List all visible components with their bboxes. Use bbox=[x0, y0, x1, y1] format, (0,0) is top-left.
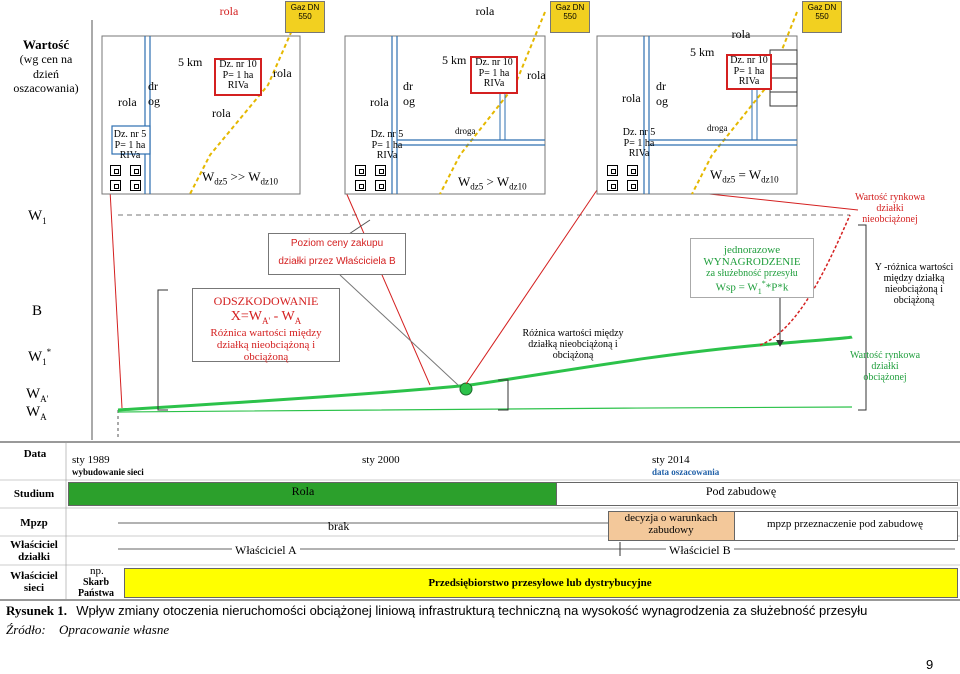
panel-2-droga-v2: og bbox=[403, 94, 415, 108]
date-1: sty 1989 bbox=[72, 454, 110, 466]
owner-a-text: Właściciel A bbox=[232, 543, 300, 558]
panel-1-droga-v1: dr bbox=[148, 79, 158, 93]
page-number: 9 bbox=[926, 657, 934, 672]
w1-label: W1 bbox=[28, 208, 47, 226]
przeds-text: Przedsiębiorstwo przesyłowe lub dystrybu… bbox=[428, 577, 652, 589]
panel-3-droga-h: droga bbox=[707, 123, 728, 133]
panel-1-gaz: Gaz DN 550 bbox=[285, 1, 325, 33]
figure-source: Źródło: Opracowanie własne bbox=[6, 622, 170, 637]
wsp-formula: Wsp = W1**P*k bbox=[715, 279, 789, 296]
connector-2 bbox=[344, 189, 431, 386]
panel-3-km: 5 km bbox=[690, 45, 715, 59]
panel-2-gaz: Gaz DN 550 bbox=[550, 1, 590, 33]
mpzp-przezn-text: mpzp przeznaczenie pod zabudowę bbox=[766, 518, 924, 530]
panel-1-rola-right: rola bbox=[273, 66, 292, 80]
panel-2-droga-v1: dr bbox=[403, 79, 413, 93]
panel-2-rola-right: rola bbox=[527, 68, 546, 82]
data-label: Data bbox=[23, 448, 47, 460]
date-2: sty 2000 bbox=[362, 454, 400, 466]
odszkodowanie-box: ODSZKODOWANIE X=WA' - WA Różnica wartośc… bbox=[192, 288, 340, 363]
market-value-curve bbox=[117, 335, 853, 412]
skarb-text: Skarb Państwa bbox=[77, 577, 115, 599]
owner-b-text: Właściciel B bbox=[666, 543, 734, 558]
date-3: sty 2014 bbox=[652, 454, 690, 466]
mpzp-przezn-bar bbox=[734, 511, 958, 541]
panel-1-droga-v2: og bbox=[148, 94, 160, 108]
panel-1-rola-mid: rola bbox=[212, 106, 231, 120]
poziom-ceny-box: Poziom ceny zakupu działki przez Właścic… bbox=[268, 233, 406, 275]
right-top-note: Wartość rynkowa działki nieobciążonej bbox=[854, 192, 925, 225]
network-owner-label: Właściciel sieci bbox=[10, 570, 58, 595]
panel-1-rola-left: rola bbox=[118, 95, 137, 109]
odszkodowanie-formula: X=WA' - WA bbox=[230, 309, 302, 326]
panel-2-rola-left: rola bbox=[370, 95, 389, 109]
wa-label: WA bbox=[26, 404, 47, 422]
connector-3 bbox=[465, 189, 598, 385]
panel-3-rola-left: rola bbox=[622, 91, 641, 105]
studium-rola-bar bbox=[68, 482, 558, 506]
value-axis-title: Wartość (wg cen na dzień oszacowania) bbox=[13, 37, 79, 95]
date-3-note: data oszacowania bbox=[652, 467, 720, 477]
w1-star-label: W1* bbox=[28, 347, 52, 367]
studium-rola-text: Rola bbox=[291, 484, 315, 498]
panel-3-rola-top: rola bbox=[731, 27, 751, 41]
przeds-bar bbox=[124, 568, 958, 598]
panel-1-km: 5 km bbox=[178, 55, 203, 69]
connector-1 bbox=[109, 189, 123, 409]
decyzja-text: decyzja o warunkach zabudowy bbox=[624, 512, 718, 537]
panel-2-rola-top: rola bbox=[475, 4, 495, 18]
poziom-arrow bbox=[339, 274, 459, 386]
panel-2-droga-h: droga bbox=[455, 126, 476, 136]
bracket-mid bbox=[498, 379, 509, 411]
roznica-mid-text: Różnica wartości między działką nieobcią… bbox=[522, 328, 624, 361]
owner-label: Właściciel działki bbox=[10, 539, 58, 564]
studium-pod-bar bbox=[556, 482, 958, 506]
decyzja-bar bbox=[608, 511, 736, 541]
purchase-point bbox=[459, 382, 473, 396]
right-bottom-note: Wartość rynkowa działki obciążonej bbox=[850, 350, 921, 383]
panel-1-rola-top: rola bbox=[219, 4, 239, 18]
panel-3-formula: Wdz5 = Wdz10 bbox=[710, 167, 779, 185]
panel-2-km: 5 km bbox=[442, 53, 467, 67]
wa-prime-label: WA' bbox=[26, 386, 49, 404]
mpzp-brak-text: brak bbox=[328, 519, 350, 533]
figure-caption: Rysunek 1. Wpływ zmiany otoczenia nieruc… bbox=[6, 603, 868, 618]
panel-3-droga-v1: dr bbox=[656, 79, 666, 93]
wynagrodzenie-box: jednorazowe WYNAGRODZENIE za służebność … bbox=[690, 238, 814, 298]
right-y-note: Y -różnica wartości między działką nieob… bbox=[874, 262, 954, 306]
bracket-right bbox=[858, 224, 867, 411]
b-label: B bbox=[32, 303, 43, 319]
studium-label: Studium bbox=[13, 488, 55, 500]
panel-3-gaz: Gaz DN 550 bbox=[802, 1, 842, 33]
panel-2-formula: Wdz5 > Wdz10 bbox=[458, 174, 527, 192]
panel-3-droga-v2: og bbox=[656, 94, 668, 108]
encumbered-value-line bbox=[117, 406, 853, 413]
studium-pod-text: Pod zabudowę bbox=[705, 484, 777, 498]
date-1-note: wybudowanie sieci bbox=[72, 467, 144, 477]
panel-1-formula: Wdz5 >> Wdz10 bbox=[202, 169, 278, 187]
bracket-left bbox=[157, 289, 168, 411]
mpzp-label: Mpzp bbox=[20, 517, 48, 529]
np-text: np. bbox=[90, 565, 104, 577]
